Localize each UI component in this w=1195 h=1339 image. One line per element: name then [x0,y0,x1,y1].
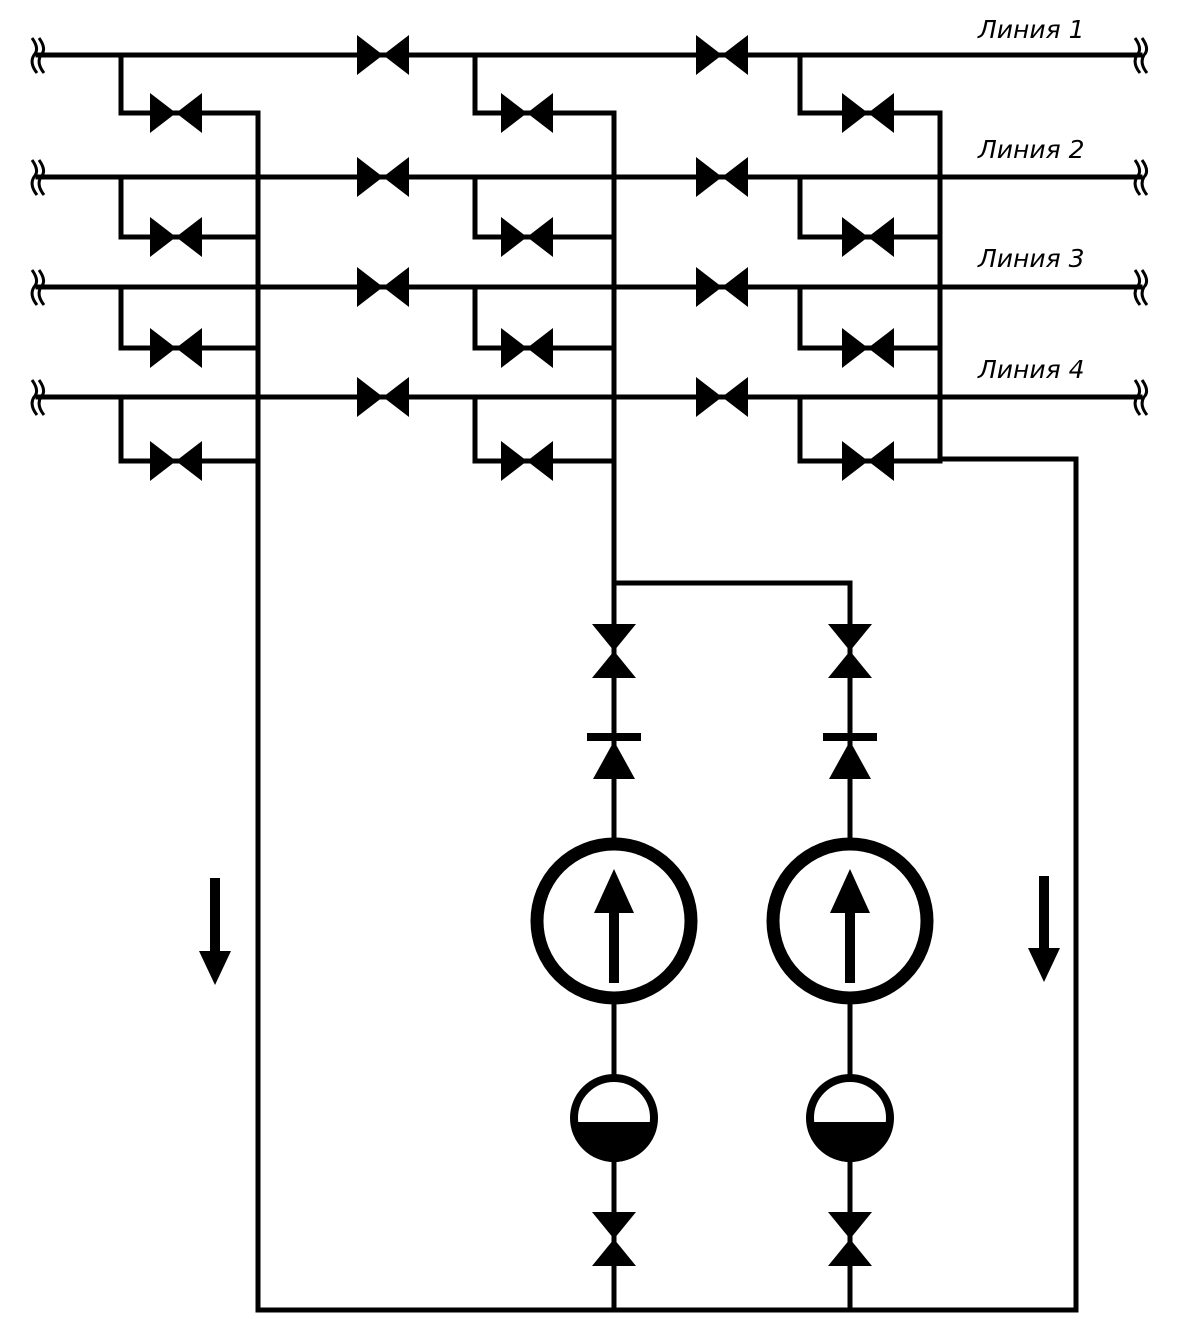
line-break-group [30,37,1149,416]
gate-valve-icon [842,441,894,481]
line-label-4: Линия 4 [977,355,1085,384]
line-break-icon [30,379,46,416]
check-valve-icon [587,733,641,779]
branch-pipe [472,284,617,351]
branch-pipe [797,174,943,240]
branch-pipe [797,52,943,116]
line-label-1: Линия 1 [977,15,1085,44]
branch-pipe [472,394,617,464]
branch-pipe [118,52,261,116]
gate-valve-icon [150,441,202,481]
branch-pipe [472,52,617,116]
gate-valve-icon [592,1212,636,1266]
pump-station [199,624,1060,1266]
branch-pipe [118,394,261,464]
gate-valve-icon [501,441,553,481]
check-valve-icon [823,733,877,779]
branch-pipe [118,174,261,240]
gate-valve-icon [696,267,748,307]
line-break-icon [1133,379,1149,416]
gate-valve-icon [150,328,202,368]
line-break-icon [30,37,46,74]
gate-valve-icon [357,157,409,197]
line-break-icon [30,269,46,306]
gate-valve-icon [842,93,894,133]
filter-tank-icon [806,1074,894,1162]
pump-branch-pipe [611,580,853,1313]
pump-icon [766,837,934,1005]
gate-valve-icon [357,267,409,307]
branch-pipe [118,284,261,351]
gate-valve-icon [696,35,748,75]
valve-group [150,35,894,481]
gate-valve-icon [357,35,409,75]
gate-valve-icon [696,377,748,417]
line-break-icon [1133,269,1149,306]
right-return-pipe [937,456,1079,1313]
gate-valve-icon [696,157,748,197]
filter-tank-icon [570,1074,658,1162]
line-label-3: Линия 3 [977,244,1085,273]
gate-valve-icon [501,217,553,257]
line-break-icon [30,159,46,196]
gate-valve-icon [357,377,409,417]
gate-valve-icon [501,328,553,368]
gate-valve-icon [842,217,894,257]
pump-icon [530,837,698,1005]
branch-pipe [797,394,943,464]
arrow-down-icon [199,878,231,985]
gate-valve-icon [828,1212,872,1266]
branch-pipe [472,174,617,240]
line-break-icon [1133,159,1149,196]
arrow-down-icon [1028,876,1060,982]
line-break-icon [1133,37,1149,74]
branch-pipe [797,284,943,351]
pipe-network [35,52,1143,1313]
line-label-2: Линия 2 [977,135,1085,164]
gate-valve-icon [842,328,894,368]
gate-valve-icon [828,624,872,678]
gate-valve-icon [150,93,202,133]
gate-valve-icon [592,624,636,678]
gate-valve-icon [150,217,202,257]
gate-valve-icon [501,93,553,133]
